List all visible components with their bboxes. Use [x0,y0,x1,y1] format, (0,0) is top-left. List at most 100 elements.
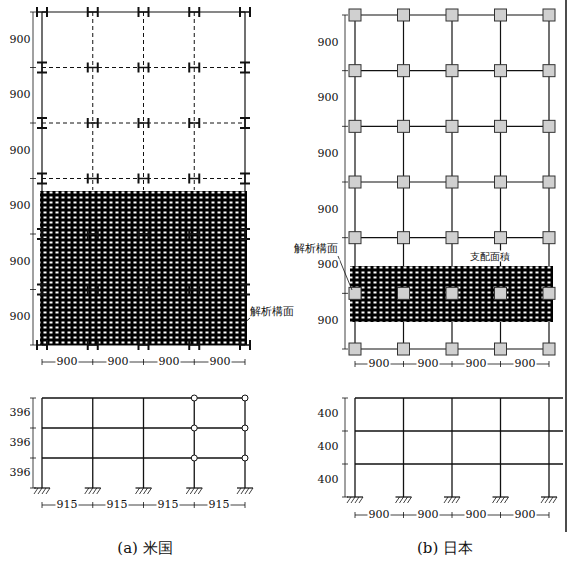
ground-hatch [241,488,245,494]
dimension-tick [549,361,550,367]
ground-hatch [347,497,351,503]
frame-line [244,398,245,488]
steel-column [244,285,246,295]
dimension-tick [30,428,36,429]
dimension-label: 900 [465,509,488,521]
frame-line [92,12,93,190]
dimension-label: 900 [317,92,340,104]
dimension-tick [245,502,246,508]
rc-column [349,65,361,77]
caption-label: (b) 日本 [416,540,474,557]
ground-hatch [144,488,148,494]
rc-column [446,120,458,132]
ground-hatch [190,488,194,494]
rc-column [349,176,361,188]
frame-line [42,123,245,124]
ground-hatch [545,497,549,503]
dimension-tick [355,512,356,518]
steel-column [88,67,98,69]
dimension-tick [500,512,501,518]
caption-label: (a) 米国 [116,540,173,557]
ground-hatch [186,488,190,494]
steel-column [88,122,98,124]
rc-column [495,9,507,21]
steel-column [139,178,149,180]
frame-line [354,398,355,497]
dimension-line [345,398,346,497]
dimension-tick [549,512,550,518]
ground-hatch [549,497,553,503]
ground-hatch [505,497,509,503]
frame-line [548,398,549,497]
rc-column [495,343,507,355]
dimension-label: 915 [157,499,180,511]
dimension-label: 900 [514,358,537,370]
steel-column [139,67,149,69]
dimension-tick [42,502,43,508]
dimension-tick [42,359,43,365]
ground-hatch [237,488,241,494]
rc-column [495,176,507,188]
ground-hatch [452,497,456,503]
rc-column [349,9,361,21]
ground-hatch [359,497,363,503]
dimension-tick [403,512,404,518]
steel-column [244,229,246,239]
frame-line [451,398,452,497]
ground-hatch [448,497,452,503]
steel-column [189,178,199,180]
dimension-tick [452,361,453,367]
dimension-tick [194,359,195,365]
steel-column [37,11,47,13]
steel-column [139,344,149,346]
pin-joint [191,425,197,431]
steel-column [88,344,98,346]
dimension-tick [342,464,348,465]
rc-column [543,232,555,244]
rc-column [495,287,507,299]
ground-hatch [493,497,497,503]
pin-joint [242,455,248,461]
dimension-tick [355,361,356,367]
dimension-label: 900 [417,509,440,521]
rc-column [446,65,458,77]
ground-hatch [93,488,97,494]
steel-column [244,63,246,73]
ground-hatch [42,488,46,494]
ground-hatch [245,488,249,494]
steel-column [189,11,199,13]
dimension-label: 900 [317,204,340,216]
dimension-tick [342,349,348,350]
ground-hatch [396,497,400,503]
rc-column [398,287,410,299]
dimension-tick [245,359,246,365]
dimension-label: 900 [9,200,32,212]
frame-line [92,398,93,488]
ground-hatch [34,488,38,494]
steel-column [189,233,199,235]
area-label: 支配面積 [469,251,511,262]
dimension-tick [342,431,348,432]
rc-column [495,232,507,244]
dimension-tick [30,234,36,235]
dimension-tick [30,345,36,346]
frame-line [500,398,501,497]
dimension-label: 900 [9,145,32,157]
plane-label: 解析構面 [293,243,339,255]
frame-line [42,427,245,428]
dimension-tick [500,361,501,367]
ground-hatch [355,497,359,503]
steel-column [240,11,250,13]
rc-column [495,120,507,132]
tributary-hatch [350,266,553,322]
dimension-tick [30,123,36,124]
rc-column [398,9,410,21]
dimension-tick [342,237,348,238]
dimension-label: 400 [317,408,340,420]
rc-column [349,343,361,355]
dimension-tick [342,70,348,71]
ground-hatch [456,497,460,503]
dimension-label: 900 [209,356,232,368]
